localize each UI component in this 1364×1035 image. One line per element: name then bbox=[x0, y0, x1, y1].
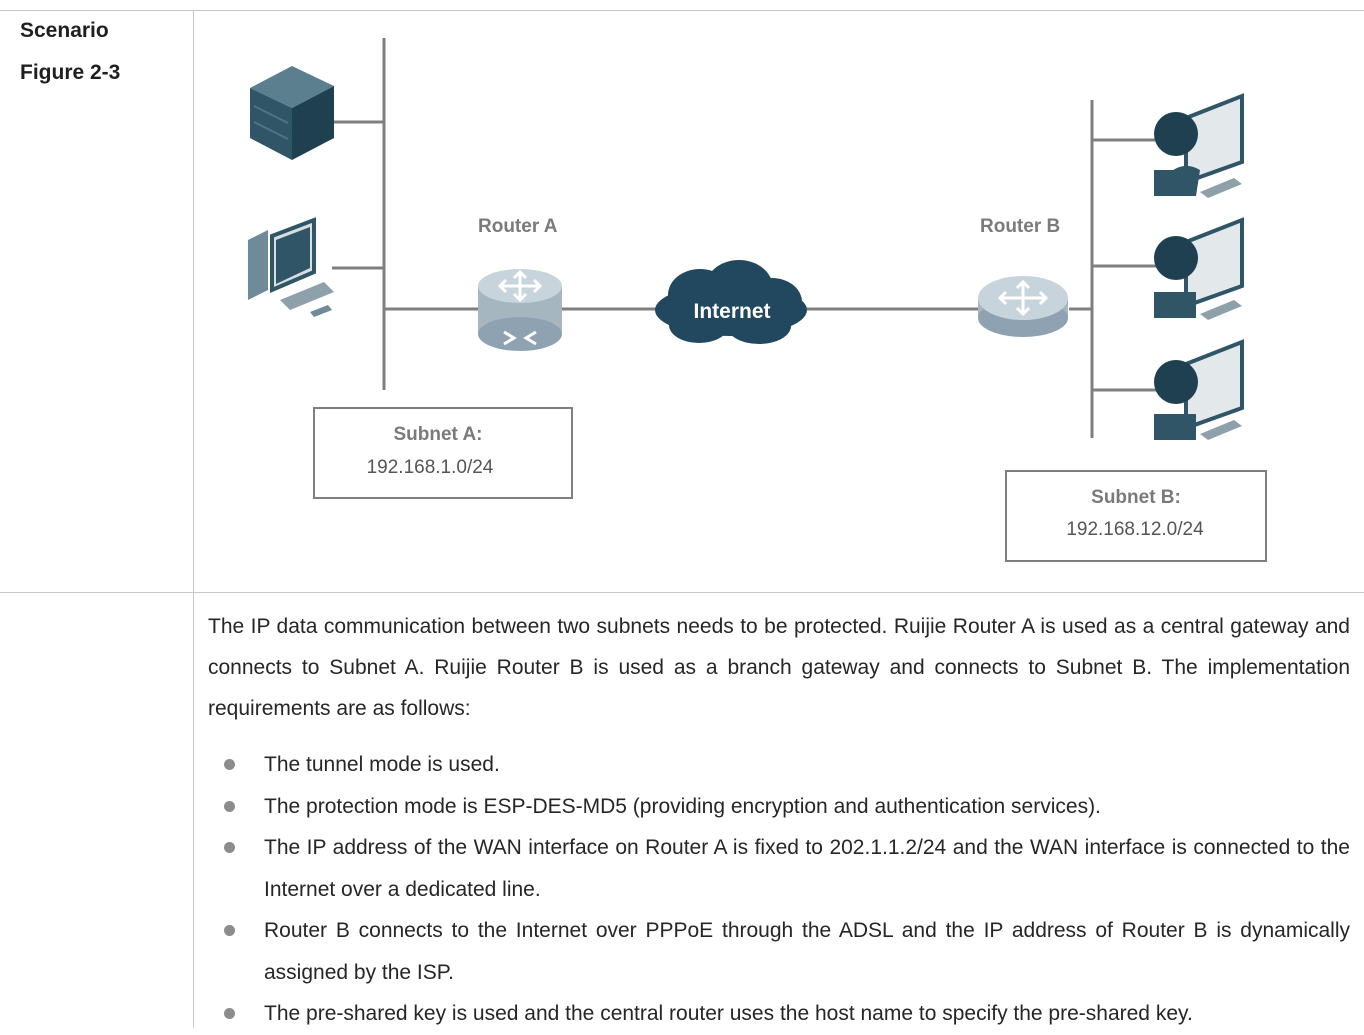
bullet-icon bbox=[224, 842, 235, 853]
list-item-text: Router B connects to the Internet over P… bbox=[264, 919, 1350, 984]
bullet-icon bbox=[224, 1008, 235, 1019]
subnet-b-title: Subnet B: bbox=[1091, 487, 1181, 508]
table-column-divider bbox=[193, 10, 194, 1028]
internet-label: Internet bbox=[693, 300, 770, 323]
subnet-a-box bbox=[313, 407, 573, 499]
list-item: The tunnel mode is used. bbox=[208, 744, 1350, 786]
router-b-icon bbox=[978, 276, 1068, 337]
desktop-pc-icon bbox=[248, 217, 334, 317]
server-icon bbox=[250, 66, 334, 160]
user-workstation-icon-2 bbox=[1154, 217, 1244, 320]
scenario-description: The IP data communication between two su… bbox=[208, 606, 1350, 729]
list-item: The IP address of the WAN interface on R… bbox=[208, 827, 1350, 910]
subnet-a-title: Subnet A: bbox=[393, 424, 482, 445]
table-top-border bbox=[0, 10, 1364, 11]
subnet-a-address: 192.168.1.0/24 bbox=[367, 457, 494, 478]
network-diagram: Router A Internet Router B bbox=[194, 10, 1362, 592]
list-item-text: The protection mode is ESP-DES-MD5 (prov… bbox=[264, 794, 1101, 818]
scenario-label: Scenario bbox=[20, 19, 109, 42]
list-item: Router B connects to the Internet over P… bbox=[208, 910, 1350, 993]
bullet-icon bbox=[224, 759, 235, 770]
table-row-divider bbox=[0, 592, 1364, 593]
bullet-icon bbox=[224, 925, 235, 936]
bullet-icon bbox=[224, 800, 235, 812]
list-item: The protection mode is ESP-DES-MD5 (prov… bbox=[208, 786, 1350, 828]
requirements-list: The tunnel mode is used. The protection … bbox=[208, 744, 1350, 1035]
router-a-label: Router A bbox=[478, 216, 558, 237]
list-item-text: The IP address of the WAN interface on R… bbox=[264, 836, 1350, 901]
router-a-icon bbox=[478, 269, 562, 351]
list-item-text: The pre-shared key is used and the centr… bbox=[264, 1002, 1193, 1025]
subnet-b-box bbox=[1005, 470, 1267, 562]
subnet-b-address: 192.168.12.0/24 bbox=[1066, 519, 1204, 540]
intro-paragraph: The IP data communication between two su… bbox=[208, 615, 1350, 720]
router-b-label: Router B bbox=[980, 216, 1060, 237]
user-workstation-icon-1 bbox=[1154, 93, 1244, 198]
list-item-text: The tunnel mode is used. bbox=[264, 753, 500, 776]
user-workstation-icon-3 bbox=[1154, 339, 1244, 440]
figure-label: Figure 2-3 bbox=[20, 61, 121, 84]
internet-cloud-icon bbox=[655, 260, 807, 344]
list-item: The pre-shared key is used and the centr… bbox=[208, 993, 1350, 1035]
